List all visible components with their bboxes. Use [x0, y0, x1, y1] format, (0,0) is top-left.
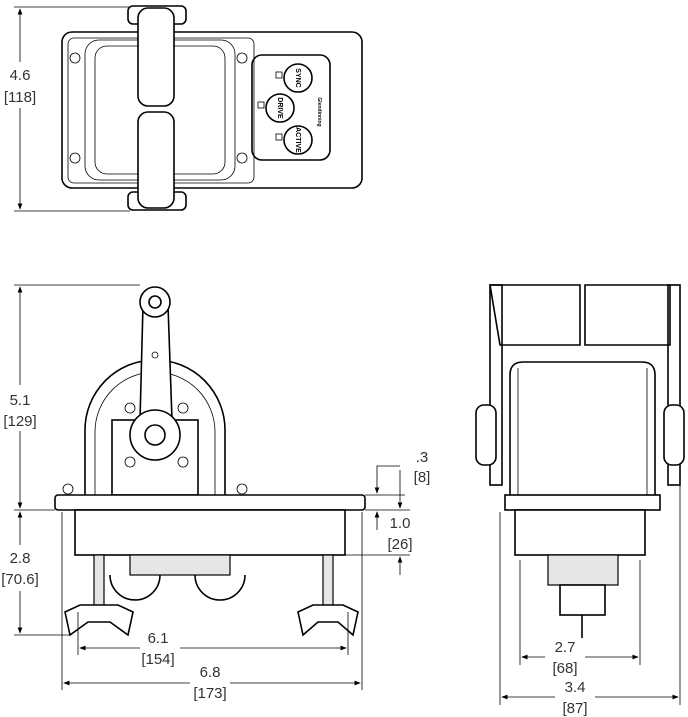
bolt-span-in: 6.1: [148, 630, 169, 647]
mounting-plate: [54, 494, 366, 511]
thumbscrew-right: [297, 554, 359, 637]
sync-button: SYNC: [275, 63, 313, 93]
plate-screw-icon: [69, 52, 248, 164]
side-view: 2.7 [68] 3.4 [87]: [475, 284, 685, 717]
active-button: ACTIVE: [275, 125, 313, 155]
roller: [127, 5, 187, 211]
plate-thickness-mm: [8]: [414, 469, 431, 486]
lower-height-in: 2.8: [10, 550, 31, 567]
body-height-mm: [26]: [387, 536, 412, 553]
top-height-in: 4.6: [10, 67, 31, 84]
lever-arm: [129, 286, 181, 461]
side-inner-in: 2.7: [555, 639, 576, 656]
front-width-mm: [173]: [193, 685, 226, 702]
svg-text:SYNC: SYNC: [294, 68, 301, 87]
top-view: SYNC DRIVE ACTIVE Glendinning 4.6 [118]: [4, 5, 363, 212]
front-height-mm: [129]: [3, 413, 36, 430]
lower-height-mm: [70.6]: [1, 571, 39, 588]
body-height-in: 1.0: [390, 515, 411, 532]
drive-button: DRIVE: [257, 93, 295, 123]
svg-text:DRIVE: DRIVE: [276, 97, 283, 119]
svg-text:ACTIVE: ACTIVE: [294, 127, 301, 153]
front-height-in: 5.1: [10, 392, 31, 409]
bolt-span-mm: [154]: [141, 651, 174, 668]
top-height-mm: [118]: [4, 89, 36, 106]
front-width-in: 6.8: [200, 664, 221, 681]
brand-logo: Glendinning: [316, 97, 322, 126]
thumbscrew-left: [64, 554, 134, 637]
side-inner-mm: [68]: [552, 660, 577, 677]
plate-thickness-in: .3: [416, 449, 429, 466]
side-width-mm: [87]: [562, 700, 587, 717]
button-panel: [251, 54, 331, 161]
front-view: 5.1 [129] 2.8 [70.6] .3 [8] 1.0 [26] 6.1…: [0, 284, 431, 712]
side-width-in: 3.4: [565, 679, 586, 696]
